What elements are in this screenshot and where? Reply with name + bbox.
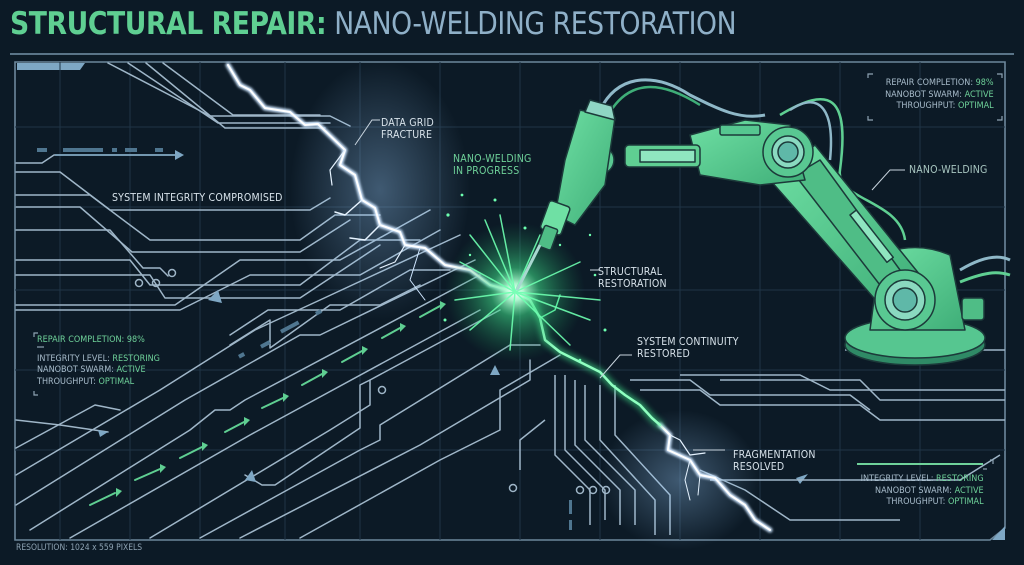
status-value: RESTORING bbox=[936, 474, 984, 484]
status-key: THROUGHPUT: bbox=[886, 497, 949, 507]
leader-lines bbox=[354, 119, 905, 451]
label-line: STRUCTURAL bbox=[598, 266, 663, 278]
label-nano-welding: NANO-WELDING bbox=[909, 164, 988, 176]
status-value: OPTIMAL bbox=[958, 101, 994, 111]
title-highlight: STRUCTURAL REPAIR: bbox=[10, 6, 327, 42]
status-value: ACTIVE bbox=[964, 89, 994, 100]
label-line: FRACTURE bbox=[381, 129, 433, 141]
status-value: ACTIVE bbox=[116, 365, 146, 375]
status-key: INTEGRITY LEVEL: bbox=[861, 474, 937, 484]
fracture-lightning bbox=[225, 60, 773, 550]
page-title: STRUCTURAL REPAIR: NANO-WELDING RESTORAT… bbox=[10, 6, 737, 42]
status-key: NANOBOT SWARM: bbox=[885, 89, 965, 100]
circuit-traces bbox=[15, 62, 561, 539]
title-divider bbox=[10, 53, 1014, 55]
status-value: OPTIMAL bbox=[98, 376, 135, 387]
status-panel-left: REPAIR COMPLETION: 98% INTEGRITY LEVEL: … bbox=[37, 335, 160, 388]
robotic-arm bbox=[515, 78, 1011, 366]
status-row: INTEGRITY LEVEL: RESTORING bbox=[861, 474, 984, 486]
status-value: RESTORING bbox=[112, 353, 160, 364]
flow-arrows-green bbox=[89, 301, 446, 506]
status-key: REPAIR COMPLETION: bbox=[886, 78, 976, 88]
status-row: THROUGHPUT: OPTIMAL bbox=[885, 101, 994, 113]
weld-sparks bbox=[443, 193, 607, 362]
status-row: THROUGHPUT: OPTIMAL bbox=[861, 497, 984, 509]
status-value: ACTIVE bbox=[954, 485, 984, 496]
dash-bar bbox=[37, 148, 323, 359]
status-key: THROUGHPUT: bbox=[37, 376, 99, 387]
resolution-footer: RESOLUTION: 1024 x 559 PIXELS bbox=[16, 543, 143, 553]
status-key: NANOBOT SWARM: bbox=[875, 485, 955, 496]
label-fragmentation-resolved: FRAGMENTATION RESOLVED bbox=[733, 449, 816, 473]
label-line: RESTORATION bbox=[598, 278, 667, 290]
status-panel-top-right: REPAIR COMPLETION: 98% NANOBOT SWARM: AC… bbox=[885, 78, 994, 113]
label-structural-restoration: STRUCTURAL RESTORATION bbox=[598, 266, 667, 290]
label-system-integrity-compromised: SYSTEM INTEGRITY COMPROMISED bbox=[112, 192, 283, 204]
label-nano-welding-in-progress: NANO-WELDING IN PROGRESS bbox=[453, 153, 532, 177]
status-key: INTEGRITY LEVEL: bbox=[37, 353, 113, 364]
status-key: NANOBOT SWARM: bbox=[37, 365, 117, 375]
status-row: THROUGHPUT: OPTIMAL bbox=[37, 377, 160, 389]
label-line: RESTORED bbox=[637, 348, 691, 360]
pad-dashes bbox=[569, 500, 572, 530]
panel-brackets bbox=[33, 73, 1003, 470]
label-system-continuity-restored: SYSTEM CONTINUITY RESTORED bbox=[637, 336, 739, 360]
repair-completion-headline: REPAIR COMPLETION: 98% bbox=[37, 335, 145, 345]
label-line: NANO-WELDING bbox=[453, 153, 532, 165]
title-rest: NANO-WELDING RESTORATION bbox=[326, 6, 737, 42]
status-panel-bottom-right: INTEGRITY LEVEL: RESTORING NANOBOT SWARM… bbox=[861, 474, 984, 509]
label-line: SYSTEM CONTINUITY bbox=[637, 336, 739, 348]
status-row: INTEGRITY LEVEL: RESTORING bbox=[37, 354, 160, 366]
label-data-grid-fracture: DATA GRID FRACTURE bbox=[381, 117, 434, 141]
flow-arrows-blue bbox=[55, 150, 808, 484]
status-row: NANOBOT SWARM: ACTIVE bbox=[885, 90, 994, 102]
status-row: NANOBOT SWARM: ACTIVE bbox=[37, 365, 160, 377]
status-key: THROUGHPUT: bbox=[896, 101, 959, 111]
status-row: REPAIR COMPLETION: 98% bbox=[885, 78, 994, 90]
label-line: DATA GRID bbox=[381, 117, 434, 129]
status-value: 98% bbox=[975, 78, 994, 88]
label-line: RESOLVED bbox=[733, 461, 785, 473]
label-line: FRAGMENTATION bbox=[733, 449, 816, 461]
status-row: NANOBOT SWARM: ACTIVE bbox=[861, 486, 984, 498]
status-value: OPTIMAL bbox=[948, 497, 984, 507]
label-line: IN PROGRESS bbox=[453, 165, 520, 177]
